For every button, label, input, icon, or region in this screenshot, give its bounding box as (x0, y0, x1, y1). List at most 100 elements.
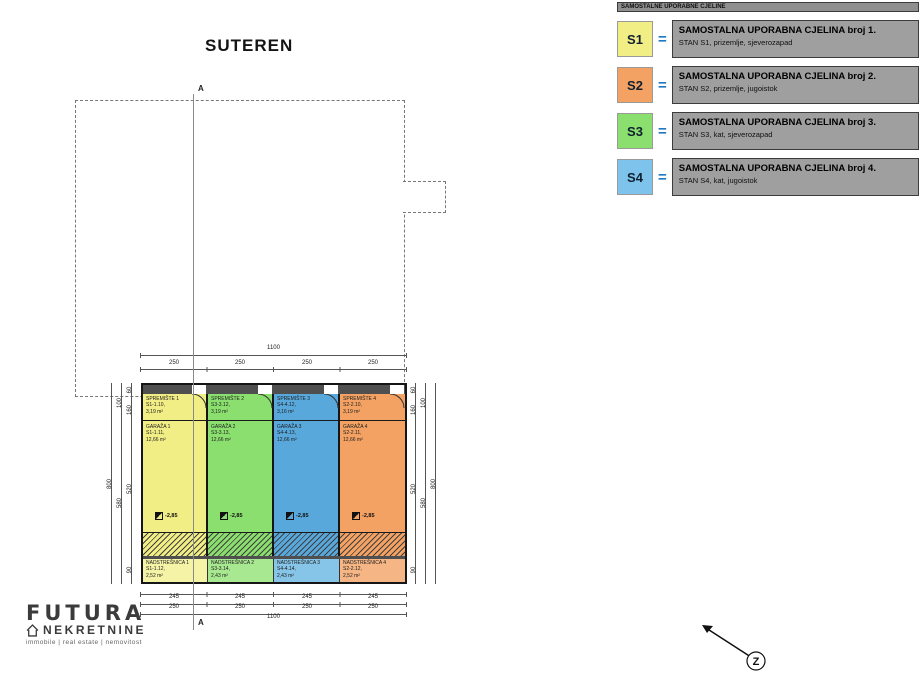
room-area: 12,66 m² (146, 436, 166, 443)
legend-title: SAMOSTALNA UPORABNA CJELINA broj 4. (678, 163, 876, 174)
room-garaza-3: GARAŽA 3 S4-4.13, 12,66 m² -2,85 (274, 421, 338, 532)
room-area: 2,52 m² (146, 572, 163, 579)
room-name: GARAŽA 1 (146, 424, 171, 430)
room-code: S3-3.14, (211, 566, 230, 573)
dim-right-total: 800 (431, 479, 437, 490)
door-opening (258, 385, 272, 394)
logo-tagline: immobile | real estate | nemovitost (26, 639, 142, 646)
dim-line (425, 383, 426, 584)
dim-line (435, 383, 436, 584)
garage-door-hatch (208, 532, 272, 556)
room-area: 3,19 m² (146, 408, 163, 415)
exterior-wall-top (143, 385, 405, 394)
elevation-icon (286, 512, 294, 520)
nadstresnica-2: NADSTREŠNICA 2 S3-3.14, 2,43 m² (208, 559, 274, 582)
nadstresnica-1: NADSTREŠNICA 1 S1-1.12, 2,52 m² (143, 559, 208, 582)
section-label-top: A (198, 84, 204, 93)
room-area: 12,66 m² (343, 436, 363, 443)
legend-swatch-s3: S3 (617, 113, 653, 149)
legend-box-s3: SAMOSTALNA UPORABNA CJELINA broj 3. STAN… (671, 112, 919, 150)
room-area: 12,66 m² (277, 436, 297, 443)
room-code: S1-1.10, (146, 402, 165, 409)
dim-top-seg: 250 (234, 360, 245, 366)
upper-floor-outline-notch (403, 181, 446, 213)
garage-door-hatch (143, 532, 206, 556)
elevation-value: -2,85 (165, 513, 178, 519)
dim-line (121, 383, 122, 584)
basement-floor-plan: SPREMIŠTE 1 S1-1.10, 3,19 m² GARAŽA 1 S1… (141, 383, 407, 584)
garage-door-hatch (274, 532, 338, 556)
house-icon (26, 623, 39, 637)
logo-name: FUTURA (26, 601, 146, 625)
dim-line (140, 602, 407, 607)
equals-sign: = (658, 168, 667, 186)
room-code: S3-3.12, (211, 402, 230, 409)
door-opening (324, 385, 338, 394)
legend-row-s4: S4 = SAMOSTALNA UPORABNA CJELINA broj 4.… (617, 158, 919, 196)
dim-top-total: 1100 (267, 345, 280, 351)
elevation-value: -2,85 (296, 513, 309, 519)
elevation-icon (220, 512, 228, 520)
legend-row-s2: S2 = SAMOSTALNA UPORABNA CJELINA broj 2.… (617, 66, 919, 104)
legend-box-s4: SAMOSTALNA UPORABNA CJELINA broj 4. STAN… (671, 158, 919, 196)
room-code: S1-1.12, (146, 566, 165, 573)
room-code: S3-3.13, (211, 430, 230, 437)
room-spremiste-4: SPREMIŠTE 4 S2-2.10, 3,19 m² (340, 394, 405, 421)
dim-bottom-seg: 250 (301, 604, 312, 610)
room-area: 12,66 m² (211, 436, 231, 443)
door-swing-icon (390, 394, 405, 409)
dim-line (131, 383, 132, 584)
dim-right-seg: 90 (411, 566, 417, 574)
legend-subtitle: STAN S3, kat, sjeverozapad (678, 130, 773, 140)
north-arrow: Z (700, 620, 772, 678)
nadstresnica-3: NADSTREŠNICA 3 S4-4.14, 2,43 m² (274, 559, 340, 582)
garage-door-hatch (340, 532, 405, 556)
dim-top-seg: 250 (168, 360, 179, 366)
section-label-bottom: A (198, 618, 204, 627)
plan-unit-s2: SPREMIŠTE 4 S2-2.10, 3,19 m² GARAŽA 4 S2… (340, 394, 405, 556)
dim-bottom-total: 1100 (267, 614, 280, 620)
dim-right-seg: 100 (421, 398, 427, 409)
nadstresnica-4: NADSTREŠNICA 4 S2-2.12, 2,52 m² (340, 559, 405, 582)
compass-icon: Z (702, 625, 766, 671)
legend-box-s2: SAMOSTALNA UPORABNA CJELINA broj 2. STAN… (671, 66, 919, 104)
room-area: 3,16 m² (277, 408, 294, 415)
legend-swatch-s1: S1 (617, 21, 653, 57)
legend-row-s3: S3 = SAMOSTALNA UPORABNA CJELINA broj 3.… (617, 112, 919, 150)
elevation-icon (155, 512, 163, 520)
dim-line (111, 383, 112, 584)
room-code: S1-1.11, (146, 430, 165, 437)
dim-right-seg: 160 (411, 405, 417, 416)
legend-panel: SAMOSTALNE UPORABNE CJELINE S1 = SAMOSTA… (617, 2, 919, 196)
dim-top-seg: 250 (301, 360, 312, 366)
dim-right-seg: 520 (411, 484, 417, 495)
room-name: SPREMIŠTE 2 (211, 396, 245, 402)
legend-subtitle: STAN S2, prizemlje, jugoistok (678, 84, 778, 94)
room-name: NADSTREŠNICA 4 (343, 560, 387, 566)
equals-sign: = (658, 76, 667, 94)
room-code: S4-4.14, (277, 566, 296, 573)
dim-line (140, 612, 407, 617)
room-garaza-4: GARAŽA 4 S2-2.11, 12,66 m² -2,85 (340, 421, 405, 532)
dim-top-seg: 250 (367, 360, 378, 366)
room-name: SPREMIŠTE 3 (277, 396, 311, 402)
dim-bottom-seg: 245 (367, 594, 378, 600)
room-name: SPREMIŠTE 1 (146, 396, 180, 402)
dim-line (140, 353, 407, 358)
room-code: S4-4.12, (277, 402, 296, 409)
dim-line (140, 367, 407, 372)
dim-left-seg: 580 (117, 498, 123, 509)
north-letter: Z (753, 656, 760, 668)
elevation-marker: -2,85 (352, 512, 375, 520)
room-code: S4-4.13, (277, 430, 296, 437)
room-spremiste-3: SPREMIŠTE 3 S4-4.12, 3,16 m² (274, 394, 338, 421)
exterior-wall-bottom (143, 556, 405, 559)
room-code: S2-2.11, (343, 430, 362, 437)
legend-title: SAMOSTALNA UPORABNA CJELINA broj 1. (678, 25, 876, 36)
dim-bottom-seg: 245 (301, 594, 312, 600)
room-spremiste-1: SPREMIŠTE 1 S1-1.10, 3,19 m² (143, 394, 206, 421)
room-name: NADSTREŠNICA 1 (146, 560, 190, 566)
elevation-marker: -2,85 (286, 512, 309, 520)
room-area: 2,52 m² (343, 572, 360, 579)
futura-nekretnine-logo: FUTURA NEKRETNINE immobile | real estate… (26, 601, 146, 646)
